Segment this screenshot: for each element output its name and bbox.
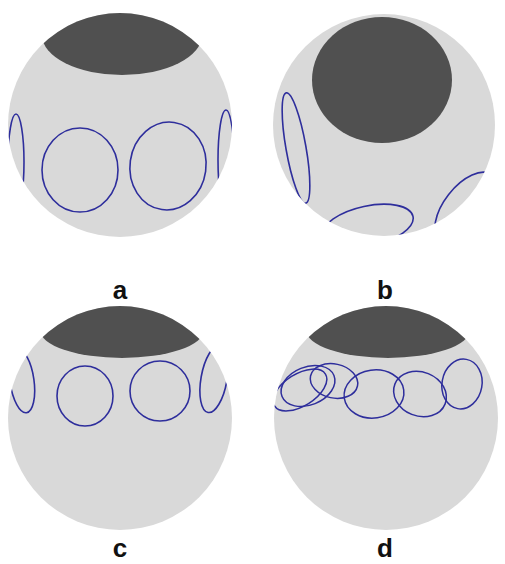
panel-letter: a xyxy=(113,277,127,303)
panel-letter: c xyxy=(113,535,127,561)
sphere-b xyxy=(273,14,505,255)
panel-letter: b xyxy=(377,277,393,303)
sphere-d xyxy=(266,302,498,530)
sphere-a xyxy=(8,0,234,237)
sphere-c xyxy=(6,302,233,530)
panel-letter: d xyxy=(377,535,393,561)
